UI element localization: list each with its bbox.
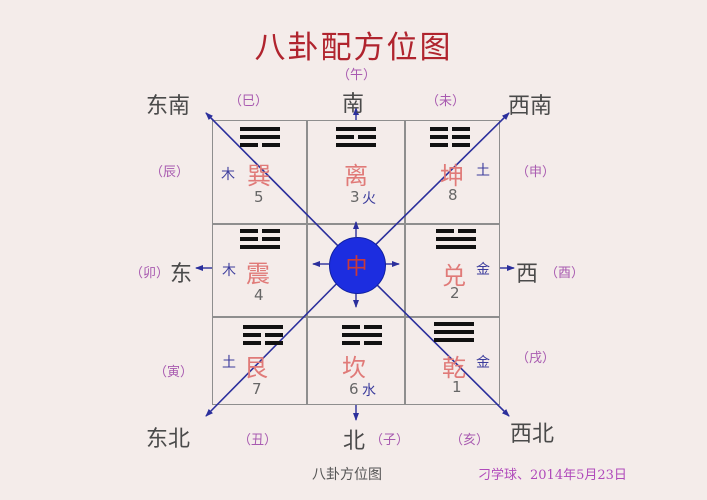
gua-name-dui: 兑 bbox=[442, 262, 466, 290]
direction-northwest: 西北 bbox=[510, 422, 555, 447]
yao-line bbox=[240, 127, 280, 131]
yao-line bbox=[434, 338, 474, 342]
grid-divider bbox=[306, 120, 308, 405]
trigram-kun bbox=[430, 127, 470, 151]
element-xun: 木 bbox=[221, 167, 235, 183]
gua-name-zhen: 震 bbox=[246, 260, 270, 288]
trigram-qian bbox=[434, 322, 474, 346]
gua-number-kan: 6 bbox=[349, 380, 359, 398]
direction-northeast: 东北 bbox=[146, 427, 191, 452]
yao-line bbox=[240, 135, 280, 139]
yao-line bbox=[436, 229, 476, 233]
yao-line bbox=[240, 143, 280, 147]
direction-north: 北 bbox=[343, 429, 366, 454]
element-li: 火 bbox=[362, 191, 376, 207]
yao-line bbox=[436, 237, 476, 241]
branch-wu: （午） bbox=[337, 68, 377, 83]
yao-line bbox=[240, 229, 280, 233]
element-kun: 土 bbox=[476, 163, 490, 179]
gua-number-gen: 7 bbox=[252, 380, 262, 398]
gua-number-zhen: 4 bbox=[254, 286, 264, 304]
yao-line bbox=[336, 135, 376, 139]
direction-south: 南 bbox=[342, 92, 365, 117]
trigram-zhen bbox=[240, 229, 280, 253]
yao-line bbox=[240, 245, 280, 249]
branch-chen: （辰） bbox=[150, 165, 190, 180]
gua-number-xun: 5 bbox=[254, 188, 264, 206]
yao-line bbox=[436, 245, 476, 249]
branch-si: （巳） bbox=[229, 94, 269, 109]
gua-name-li: 离 bbox=[344, 162, 368, 190]
gua-number-qian: 1 bbox=[452, 378, 462, 396]
trigram-gen bbox=[243, 325, 283, 349]
direction-west: 西 bbox=[516, 262, 539, 287]
footer-caption: 八卦方位图 bbox=[312, 467, 382, 483]
branch-hai: （亥） bbox=[450, 433, 490, 448]
branch-mao: （卯） bbox=[130, 266, 170, 281]
element-zhen: 木 bbox=[222, 263, 236, 279]
gua-name-xun: 巽 bbox=[247, 162, 271, 190]
gua-name-gen: 艮 bbox=[244, 354, 268, 382]
bagua-grid bbox=[212, 120, 500, 405]
trigram-li bbox=[336, 127, 376, 151]
yao-line bbox=[240, 237, 280, 241]
yao-line bbox=[243, 341, 283, 345]
diagram-title: 八卦配方位图 bbox=[254, 30, 453, 66]
yao-line bbox=[342, 341, 382, 345]
element-dui: 金 bbox=[476, 262, 490, 278]
branch-shen: （申） bbox=[516, 165, 556, 180]
yao-line bbox=[430, 143, 470, 147]
yao-line bbox=[342, 333, 382, 337]
direction-southeast: 东南 bbox=[146, 94, 191, 119]
branch-wei: （未） bbox=[426, 94, 466, 109]
yao-line bbox=[336, 127, 376, 131]
element-qian: 金 bbox=[476, 355, 490, 371]
gua-name-kan: 坎 bbox=[342, 354, 366, 382]
direction-east: 东 bbox=[170, 262, 193, 287]
gua-name-kun: 坤 bbox=[440, 162, 464, 190]
branch-yin: （寅） bbox=[154, 365, 194, 380]
grid-divider bbox=[404, 120, 406, 405]
yao-line bbox=[430, 127, 470, 131]
yao-line bbox=[342, 325, 382, 329]
trigram-kan bbox=[342, 325, 382, 349]
gua-number-li: 3 bbox=[350, 188, 360, 206]
grid-divider bbox=[212, 316, 500, 318]
branch-xu: （戌） bbox=[516, 351, 556, 366]
yao-line bbox=[434, 330, 474, 334]
yao-line bbox=[243, 333, 283, 337]
trigram-dui bbox=[436, 229, 476, 253]
gua-number-dui: 2 bbox=[450, 284, 460, 302]
element-kan: 水 bbox=[362, 383, 376, 399]
gua-number-kun: 8 bbox=[448, 186, 458, 204]
element-gen: 土 bbox=[222, 355, 236, 371]
gua-name-qian: 乾 bbox=[442, 354, 466, 382]
direction-southwest: 西南 bbox=[508, 94, 553, 119]
center-circle bbox=[329, 237, 386, 294]
branch-zi: （子） bbox=[370, 433, 410, 448]
yao-line bbox=[336, 143, 376, 147]
center-label: 中 bbox=[345, 255, 368, 280]
branch-you: （酉） bbox=[545, 266, 585, 281]
branch-chou: （丑） bbox=[238, 433, 278, 448]
footer-signature: 刁学球、2014年5月23日 bbox=[478, 468, 627, 483]
yao-line bbox=[434, 322, 474, 326]
yao-line bbox=[243, 325, 283, 329]
trigram-xun bbox=[240, 127, 280, 151]
yao-line bbox=[430, 135, 470, 139]
